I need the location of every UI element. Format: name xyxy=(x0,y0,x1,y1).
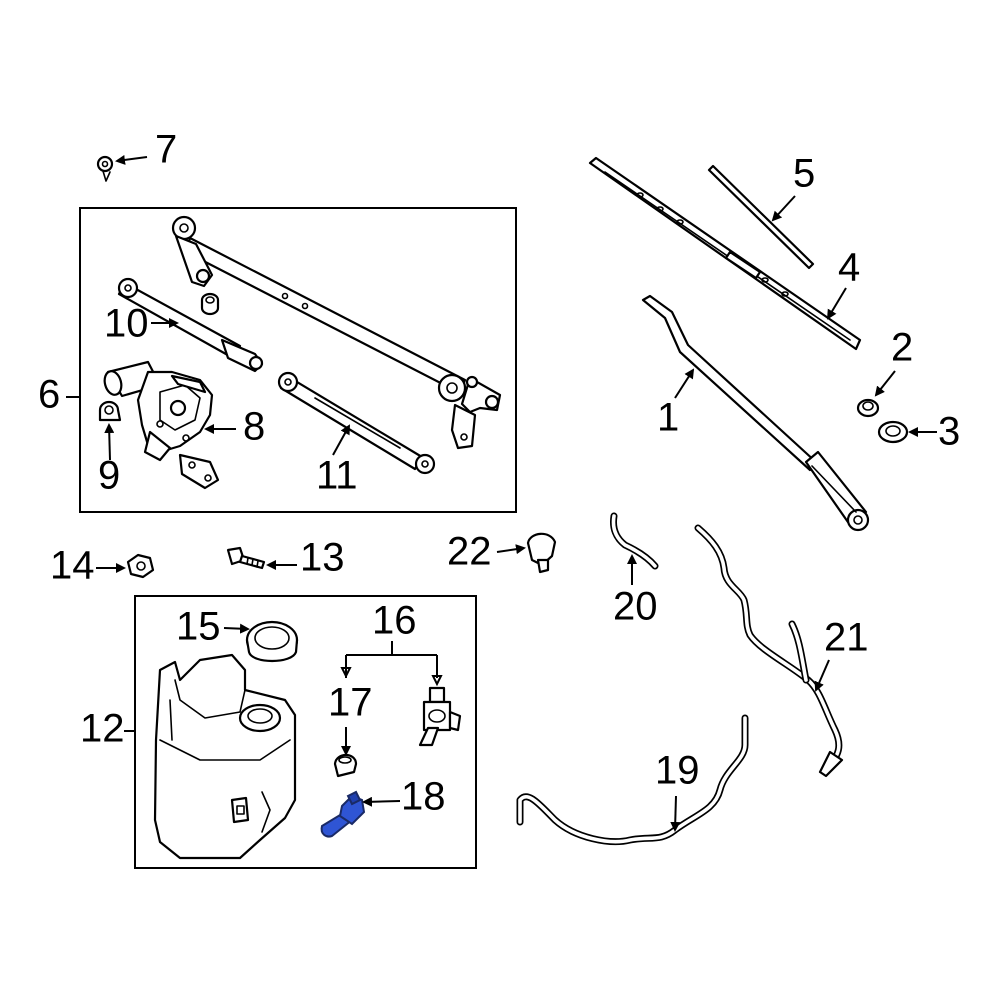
part-17-grommet[interactable] xyxy=(333,753,358,778)
callout-15: 15 xyxy=(176,605,221,649)
callout-12: 12 xyxy=(80,707,125,751)
callout-9: 9 xyxy=(98,454,120,498)
callout-1: 1 xyxy=(657,396,679,440)
part-1-wiper-arm[interactable] xyxy=(641,294,870,532)
group-box-12 xyxy=(134,595,477,869)
callout-3: 3 xyxy=(938,410,960,454)
part-11-link-rod[interactable] xyxy=(277,371,436,475)
callout-14: 14 xyxy=(50,544,95,588)
part-14-nut[interactable] xyxy=(126,553,155,579)
part-15-reservoir-cap[interactable] xyxy=(245,620,299,662)
callout-17: 17 xyxy=(328,681,373,725)
bracket-16 xyxy=(345,641,438,678)
callout-19: 19 xyxy=(655,749,700,793)
part-12-washer-reservoir[interactable] xyxy=(153,653,297,860)
callout-2: 2 xyxy=(891,326,913,370)
callout-22: 22 xyxy=(447,530,492,574)
part-3-washer[interactable] xyxy=(877,420,909,444)
callout-7: 7 xyxy=(155,128,177,172)
callout-8: 8 xyxy=(243,405,265,449)
callout-16: 16 xyxy=(372,599,417,643)
callout-4: 4 xyxy=(838,246,860,290)
group-box-6 xyxy=(79,207,517,513)
part-16-washer-pump[interactable] xyxy=(418,686,462,747)
part-8-wiper-motor[interactable] xyxy=(102,360,214,462)
part-2-nut-cap[interactable] xyxy=(856,398,880,418)
callout-11: 11 xyxy=(316,454,358,498)
callout-18: 18 xyxy=(401,775,446,819)
part-20-hose[interactable] xyxy=(610,512,659,570)
part-22-grommet[interactable] xyxy=(526,532,557,574)
callout-6: 6 xyxy=(38,373,60,417)
part-18-highlighted-part[interactable] xyxy=(320,790,366,838)
part-6-wiper-linkage[interactable] xyxy=(171,215,502,450)
callout-13: 13 xyxy=(300,536,345,580)
part-13-bolt[interactable] xyxy=(226,546,266,570)
part-10-link-rod[interactable] xyxy=(117,277,264,373)
motor-bracket xyxy=(178,453,220,490)
part-7-clip[interactable] xyxy=(96,155,114,182)
part-21-hose[interactable] xyxy=(694,524,844,778)
part-5-blade-refill[interactable] xyxy=(707,164,815,270)
part-9-bushing[interactable] xyxy=(98,400,122,422)
callout-10: 10 xyxy=(104,302,149,346)
callout-labels: 7 6 9 10 8 11 5 4 1 2 3 14 13 22 20 21 1… xyxy=(38,128,960,819)
part-19-hose[interactable] xyxy=(516,714,749,846)
leader-lines xyxy=(66,154,937,832)
callout-20: 20 xyxy=(613,585,658,629)
callout-21: 21 xyxy=(824,616,869,660)
callout-5: 5 xyxy=(793,152,815,196)
part-4-wiper-blade[interactable] xyxy=(588,156,862,351)
linkage-bushing xyxy=(200,292,220,316)
